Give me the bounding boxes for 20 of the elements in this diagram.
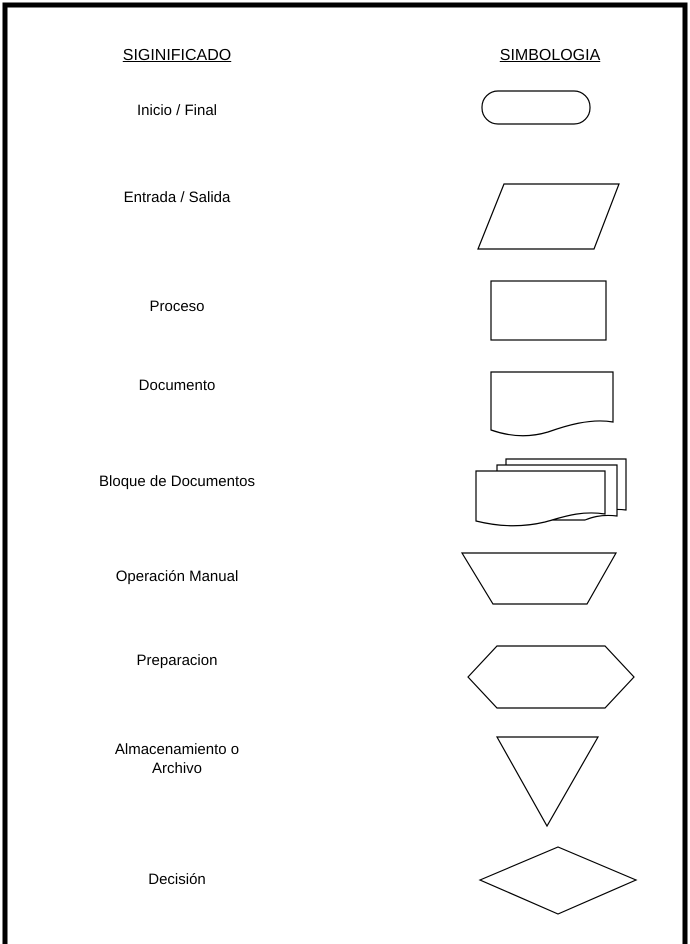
meaning-text: Operación Manual — [116, 567, 238, 586]
decision-diamond-symbol — [478, 846, 638, 915]
meaning-text: Almacenamiento o Archivo — [114, 740, 240, 778]
document-symbol — [490, 371, 614, 436]
multi-document-symbol — [475, 458, 627, 526]
meaning-text: Preparacion — [136, 651, 218, 670]
triangle-symbol — [496, 736, 600, 828]
meaning-text: Proceso — [149, 297, 205, 316]
meaning-text: Documento — [138, 376, 216, 395]
terminal-symbol — [481, 90, 591, 125]
column-header: SIMBOLOGIA — [500, 46, 600, 65]
hexagon-symbol — [467, 645, 635, 709]
meaning-text: Entrada / Salida — [124, 188, 230, 207]
process-rectangle-symbol — [490, 280, 607, 341]
trapezoid-symbol — [460, 552, 618, 605]
meaning-text: Inicio / Final — [136, 101, 218, 120]
meaning-text: Bloque de Documentos — [99, 472, 255, 491]
meaning-text: Decisión — [148, 870, 206, 889]
column-header: SIGINIFICADO — [122, 46, 232, 65]
parallelogram-symbol — [477, 183, 620, 250]
